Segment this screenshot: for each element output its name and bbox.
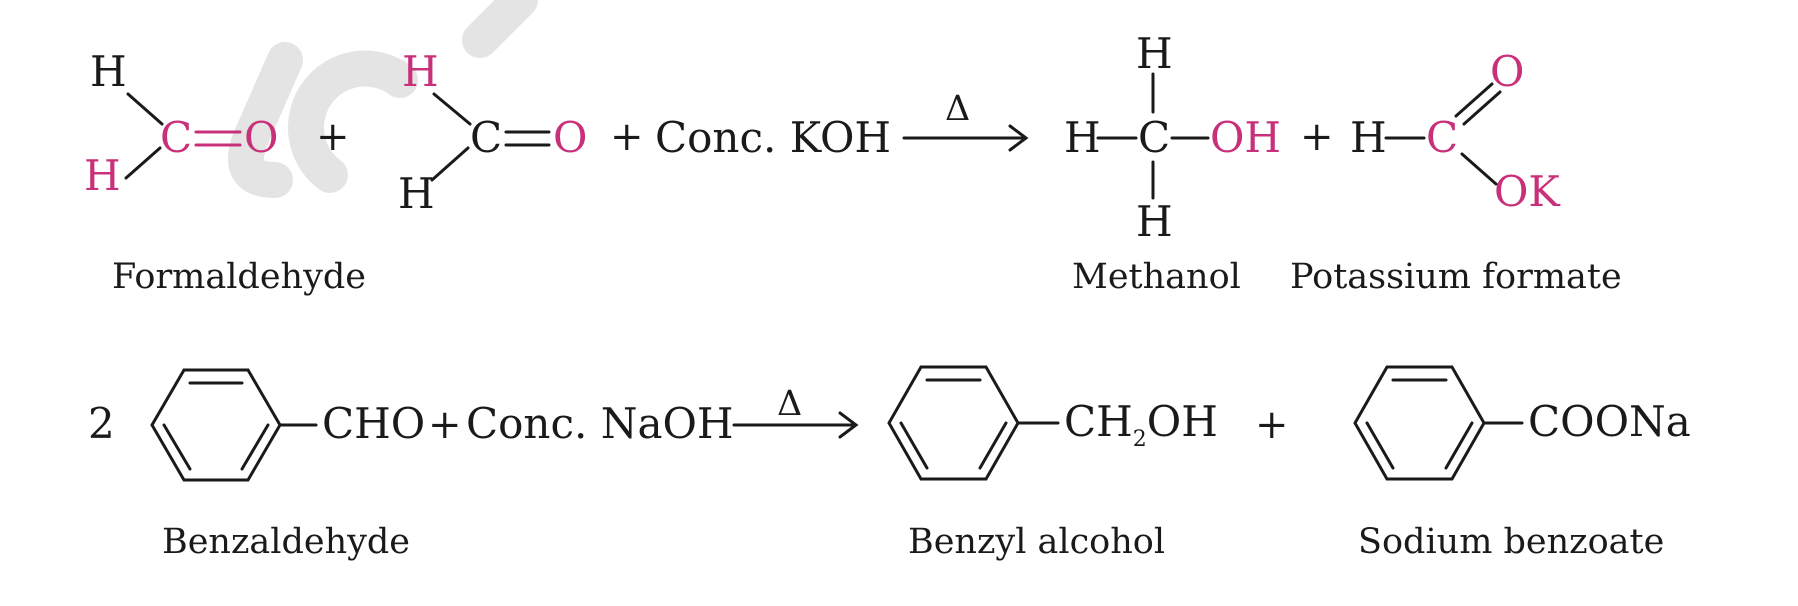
bond-c-o-2	[1462, 90, 1502, 126]
plus-sign: +	[428, 402, 462, 448]
group-ch2oh-main: CH	[1064, 397, 1133, 446]
label-sodium-benzoate: Sodium benzoate	[1358, 522, 1664, 562]
watermark-stroke	[228, 42, 303, 198]
benzene-ring-sodium-benzoate	[1353, 365, 1524, 481]
atom-c: C	[160, 113, 192, 162]
benzene-ring-benzaldehyde	[150, 368, 318, 482]
label-formaldehyde: Formaldehyde	[112, 257, 366, 297]
atom-c: C	[1138, 113, 1170, 162]
atom-h-bottom: H	[398, 169, 435, 218]
formaldehyde-b: H H C O	[398, 47, 587, 218]
atom-c: C	[1426, 113, 1458, 162]
label-methanol: Methanol	[1072, 257, 1241, 297]
atom-h-left: H	[1064, 113, 1101, 162]
plus-sign: +	[316, 114, 350, 160]
heat-symbol: Δ	[945, 89, 970, 129]
label-potassium-formate: Potassium formate	[1290, 257, 1622, 297]
methanol: H H C OH H	[1064, 29, 1281, 246]
bond-h-c-top	[126, 92, 164, 126]
bond-c-ok	[1460, 152, 1498, 186]
reaction-arrow-head	[838, 411, 859, 439]
atom-h-top: H	[1136, 29, 1173, 78]
ring-inner-bond	[978, 421, 1008, 470]
ring-inner-bond	[162, 423, 192, 471]
bond-h-c-top	[432, 92, 472, 126]
group-ok: OK	[1494, 167, 1561, 216]
formaldehyde-a: H H C O	[84, 47, 278, 200]
atom-o: O	[1490, 47, 1524, 96]
ring-outline	[887, 365, 1020, 481]
group-ch2oh-tail: OH	[1147, 397, 1218, 446]
group-cho: CHO	[322, 399, 425, 448]
atom-o: O	[244, 113, 278, 162]
reagent-naoh: Conc. NaOH	[466, 399, 734, 448]
bond-h-c-bottom	[124, 146, 162, 180]
reaction-arrow-head	[1008, 124, 1029, 152]
watermark-slash	[462, 0, 538, 58]
label-benzaldehyde: Benzaldehyde	[162, 522, 410, 562]
bond-h-c-bottom	[430, 146, 470, 182]
group-oh: OH	[1210, 113, 1281, 162]
atom-c: C	[470, 113, 502, 162]
heat-symbol: Δ	[777, 384, 802, 424]
watermark-arc	[288, 50, 418, 193]
ring-inner-bond	[899, 421, 929, 470]
potassium-formate: H C O OK	[1350, 47, 1561, 216]
plus-sign: +	[1300, 114, 1334, 160]
stoichiometric-coefficient: 2	[88, 399, 115, 448]
group-ch2oh: CH2OH	[1064, 397, 1218, 452]
reaction-2: 2 CHO + Conc. NaOH Δ CH2OH +	[88, 365, 1691, 562]
ring-inner-bond	[1444, 421, 1474, 470]
group-ch2oh-subscript: 2	[1133, 427, 1147, 452]
atom-h-bottom: H	[1136, 197, 1173, 246]
atom-o: O	[553, 113, 587, 162]
ring-inner-bond	[1365, 421, 1395, 470]
plus-sign: +	[1255, 402, 1289, 448]
reagent-koh: Conc. KOH	[655, 113, 891, 162]
atom-h-bottom: H	[84, 151, 121, 200]
watermark-graphic	[228, 0, 538, 198]
atom-h: H	[1350, 113, 1387, 162]
ring-outline	[150, 368, 282, 482]
bond-c-o-1	[1454, 82, 1494, 118]
ring-outline	[1353, 365, 1486, 481]
atom-h-top: H	[402, 47, 439, 96]
benzene-ring-benzyl-alcohol	[887, 365, 1060, 481]
ring-inner-bond	[240, 423, 270, 471]
label-benzyl-alcohol: Benzyl alcohol	[908, 522, 1165, 562]
plus-sign: +	[610, 114, 644, 160]
atom-h-top: H	[90, 47, 127, 96]
group-coona: COONa	[1528, 397, 1691, 446]
reaction-1: H H C O + H H C O + Conc. KOH Δ	[84, 29, 1622, 297]
